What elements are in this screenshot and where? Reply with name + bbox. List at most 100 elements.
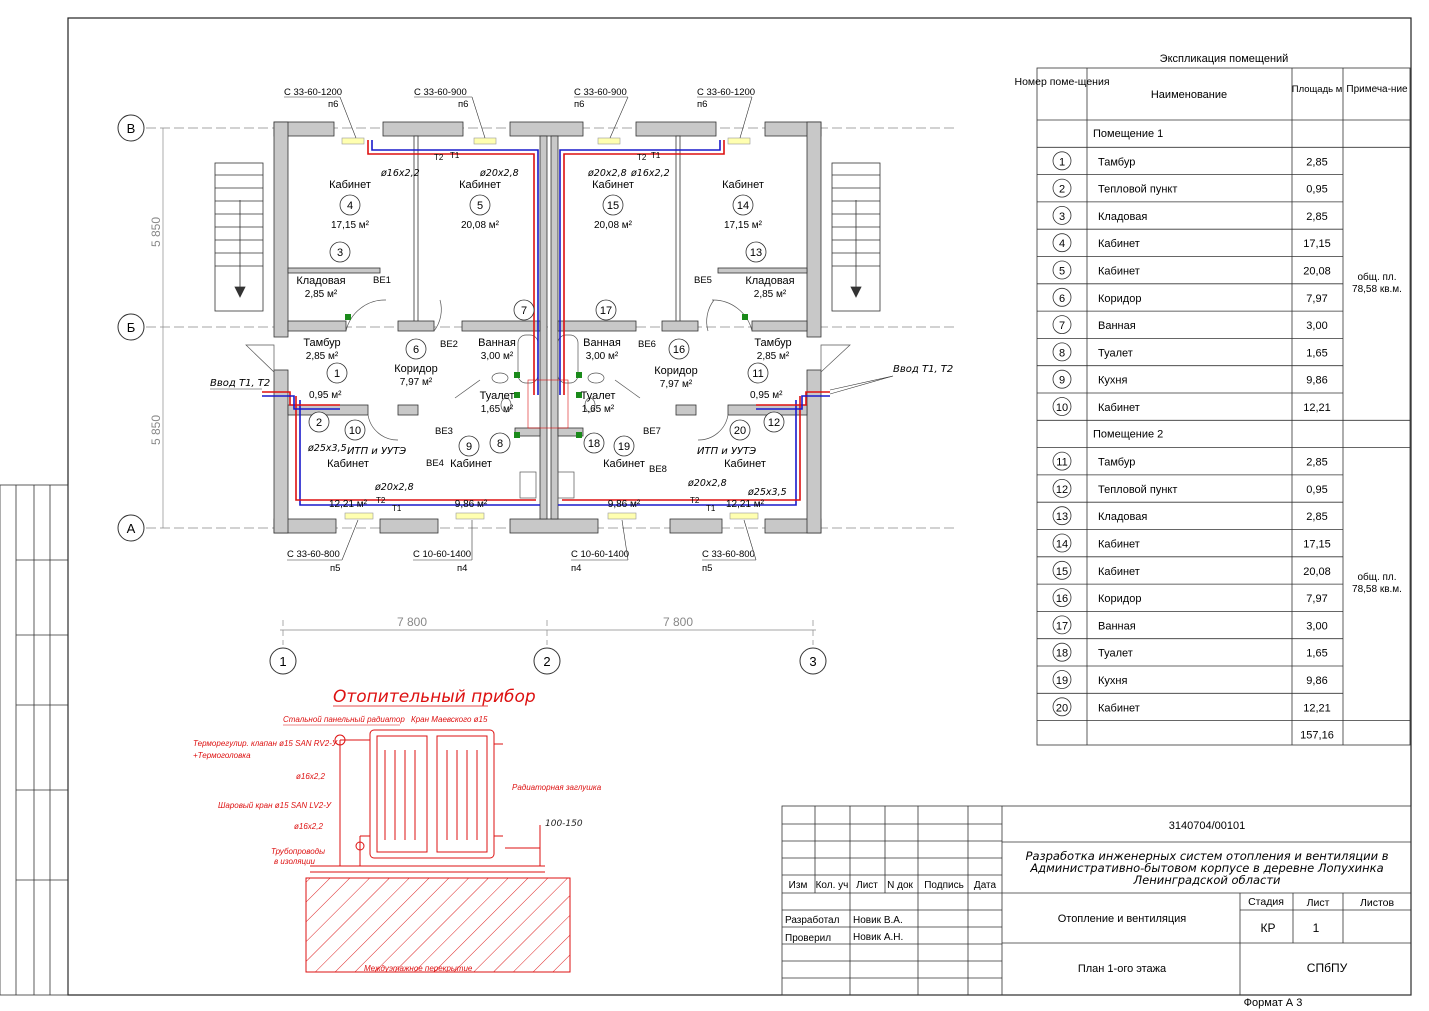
- row-num-bubble: [1052, 260, 1072, 280]
- room-area: 7,97 м²: [660, 379, 693, 390]
- detail-label-ball-valve: Шаровый кран ø15 SAN LV2-У: [218, 801, 332, 810]
- ve-label: ВЕ7: [643, 426, 661, 437]
- header-name: Наименование: [1151, 89, 1227, 101]
- window-code: С 33-60-900: [574, 87, 627, 98]
- pipe-t1: Т1: [392, 504, 402, 513]
- total-area: 157,16: [1300, 730, 1334, 742]
- header-num: Номер поме-щения: [1014, 76, 1109, 88]
- room-name: Тамбур: [303, 337, 340, 349]
- room-number-bubble: [344, 419, 366, 441]
- pipe-t2: Т2: [434, 153, 444, 162]
- pipe-t1: Т1: [450, 151, 460, 160]
- row-num-bubble: [1052, 315, 1072, 335]
- room-name: Кабинет: [459, 179, 501, 191]
- room-number: 7: [521, 305, 527, 317]
- room-number-bubble: [668, 338, 690, 360]
- room-area: 2,85 м²: [757, 351, 790, 362]
- row-name: Кухня: [1098, 375, 1127, 387]
- plan-misc-labels: 0,95 м² 0,95 м² 2 12 ИТП и УУТЭ ИТП и УУ…: [210, 151, 953, 513]
- room-number-bubble: [729, 419, 751, 441]
- row-name: Кабинет: [1098, 566, 1140, 578]
- drawing-name: План 1-ого этажа: [1078, 963, 1167, 975]
- axis-label-B: Б: [127, 320, 136, 335]
- itp-label: ИТП и УУТЭ: [347, 446, 406, 457]
- axis-label-2: 2: [543, 654, 550, 669]
- checked-label: Проверил: [785, 933, 831, 944]
- heating-device-detail: Отопительный прибор Стальной панел: [193, 687, 602, 973]
- row-num-bubble: [1052, 615, 1072, 635]
- pipe-t2: Т2: [690, 496, 700, 505]
- stage-header: Стадия: [1248, 896, 1284, 908]
- note-total-value: 78,58 кв.м.: [1352, 284, 1402, 295]
- row-number: 9: [1059, 375, 1065, 387]
- room-number-bubble: [405, 338, 427, 360]
- window-code: С 33-60-900: [414, 87, 467, 98]
- room-num-2: 2: [316, 417, 322, 429]
- row-area: 20,08: [1303, 566, 1331, 578]
- detail-dim: 100-150: [545, 819, 583, 829]
- row-name: Тепловой пункт: [1098, 184, 1177, 196]
- row-num-bubble: [1052, 506, 1072, 526]
- room-area: 2,85 м²: [306, 351, 339, 362]
- row-num-bubble: [1052, 670, 1072, 689]
- format-label: Формат А 3: [1244, 997, 1303, 1009]
- room-number-bubble: [732, 194, 754, 216]
- room-number-bubble: [513, 299, 535, 321]
- group-label: Помещение 1: [1093, 128, 1163, 140]
- room-name: Туалет: [581, 390, 616, 402]
- ve-label: ВЕ5: [694, 275, 712, 286]
- room-area: 2,85 м²: [754, 289, 787, 300]
- row-area: 17,15: [1303, 238, 1331, 250]
- row-name: Ванная: [1098, 320, 1136, 332]
- col-ndoc: N док: [887, 880, 913, 891]
- room-area: 1,65 м²: [582, 404, 615, 415]
- note-total-label: общ. пл.: [1357, 571, 1396, 583]
- header-area: Площадь м: [1292, 84, 1343, 95]
- room-area: 7,97 м²: [400, 377, 433, 388]
- pipe-label: ø16х2,2: [380, 168, 420, 179]
- row-number: 16: [1056, 593, 1068, 605]
- checked-name: Новик А.Н.: [853, 932, 903, 943]
- detail-label-pipes-insul-2: в изоляции: [274, 857, 316, 866]
- room-name: Ванная: [583, 337, 621, 349]
- room-area: 3,00 м²: [586, 351, 619, 362]
- detail-title: Отопительный прибор: [333, 687, 536, 707]
- row-number: 19: [1056, 675, 1068, 687]
- row-num-bubble: [1052, 205, 1072, 225]
- row-num-bubble: [1052, 533, 1072, 553]
- pipe-t1: Т1: [651, 151, 661, 160]
- row-number: 4: [1059, 238, 1065, 250]
- row-name: Кабинет: [1098, 238, 1140, 250]
- row-number: 20: [1056, 702, 1068, 714]
- room-number: 6: [413, 344, 419, 356]
- room-number: 5: [477, 200, 483, 212]
- row-area: 17,15: [1303, 539, 1331, 551]
- row-num-bubble: [1052, 233, 1072, 253]
- row-area: 7,97: [1306, 293, 1327, 305]
- row-num-bubble: [1052, 369, 1072, 389]
- window-code: С 10-60-1400: [413, 549, 471, 560]
- explication: Экспликация помещений Номер поме-щения Н…: [1014, 53, 1411, 746]
- window-pos: п4: [457, 563, 467, 574]
- row-name: Кабинет: [1098, 266, 1140, 278]
- room-number-bubble: [595, 299, 617, 321]
- row-area: 2,85: [1306, 211, 1327, 223]
- room-number: 10: [349, 425, 361, 437]
- sheet-value: 1: [1313, 921, 1320, 935]
- row-name: Кладовая: [1098, 511, 1147, 523]
- detail-label-pipe1: ø16х2,2: [296, 772, 325, 781]
- col-kol: Кол. уч: [816, 880, 849, 891]
- row-num-bubble: [1052, 397, 1072, 416]
- row-name: Туалет: [1098, 648, 1133, 660]
- room-number: 15: [607, 200, 619, 212]
- row-area: 9,86: [1306, 675, 1327, 687]
- riser-zone: [527, 379, 569, 429]
- note-total-value: 78,58 кв.м.: [1352, 584, 1402, 595]
- room-number: 11: [752, 368, 763, 380]
- detail-label-pipes-insul: Трубопроводы: [271, 847, 325, 856]
- row-number: 13: [1056, 511, 1068, 523]
- row-num-bubble: [1052, 560, 1072, 580]
- window-code: С 33-60-1200: [697, 87, 755, 98]
- col-list: Лист: [856, 880, 878, 891]
- room-name: Туалет: [480, 390, 515, 402]
